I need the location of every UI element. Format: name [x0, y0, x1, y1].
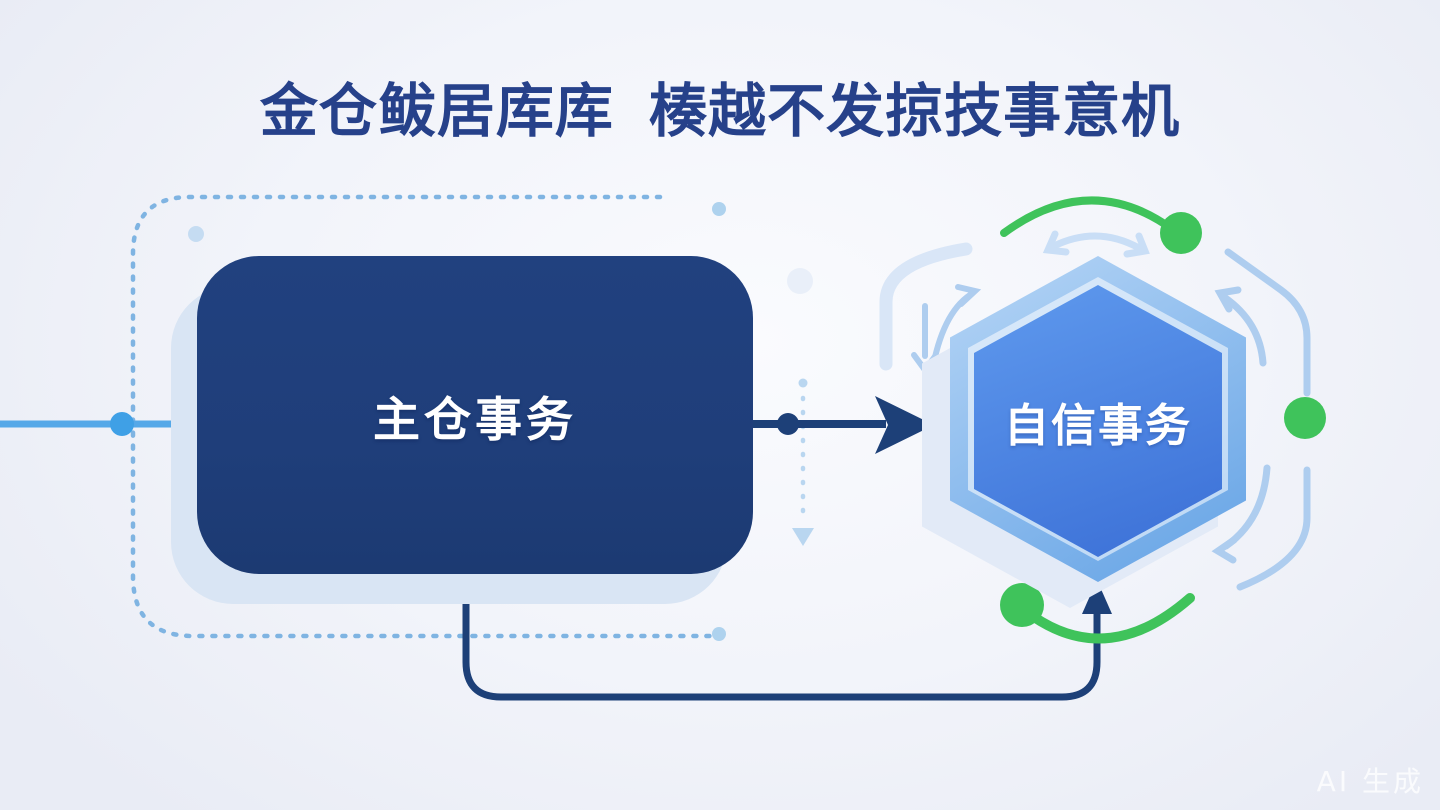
main-connector-arrow	[753, 396, 934, 454]
up-left-arrowhead-icon	[1214, 286, 1242, 313]
feedback-arrowhead-icon	[1082, 580, 1112, 614]
orbit-arrows-top	[1042, 230, 1150, 258]
up-right-arrowhead-icon	[955, 284, 982, 307]
boundary-dot-bottom	[712, 627, 726, 641]
down-left-arrowhead-icon	[1211, 536, 1238, 564]
dotted-guide	[787, 268, 814, 546]
orbit-arrows-right	[1211, 248, 1311, 591]
primary-node-label: 主仓事务	[373, 392, 577, 448]
green-sync-paths	[1000, 196, 1326, 644]
green-dot-right	[1284, 397, 1326, 439]
ai-watermark: AI 生成	[1316, 765, 1424, 798]
orbit-arc-left-faint	[879, 242, 973, 371]
connector-arrowhead-icon	[875, 396, 934, 454]
hexagon-node-label: 自信事务	[1003, 398, 1192, 452]
feedback-loop-arrow	[462, 570, 1112, 701]
green-dot-top	[1160, 212, 1202, 254]
green-arc-top	[1000, 196, 1176, 237]
incoming-flow-line	[0, 412, 199, 436]
dotted-guide-arrowhead-icon	[792, 528, 814, 546]
boundary-dot-top	[712, 202, 726, 216]
page-title: 金仓鲅居库库 楱越不发掠技事意机	[259, 77, 1181, 145]
boundary-dot-inner	[188, 226, 204, 242]
primary-transaction-node: 主仓事务	[197, 256, 753, 574]
right-arrowhead-icon	[1123, 232, 1150, 258]
left-arrowhead-icon	[1042, 230, 1070, 256]
green-dot-bottom	[1000, 583, 1044, 627]
green-arc-bottom	[1029, 593, 1195, 644]
incoming-flow-dot	[110, 412, 134, 436]
connector-dot	[777, 413, 799, 435]
dashed-boundary	[130, 194, 726, 641]
